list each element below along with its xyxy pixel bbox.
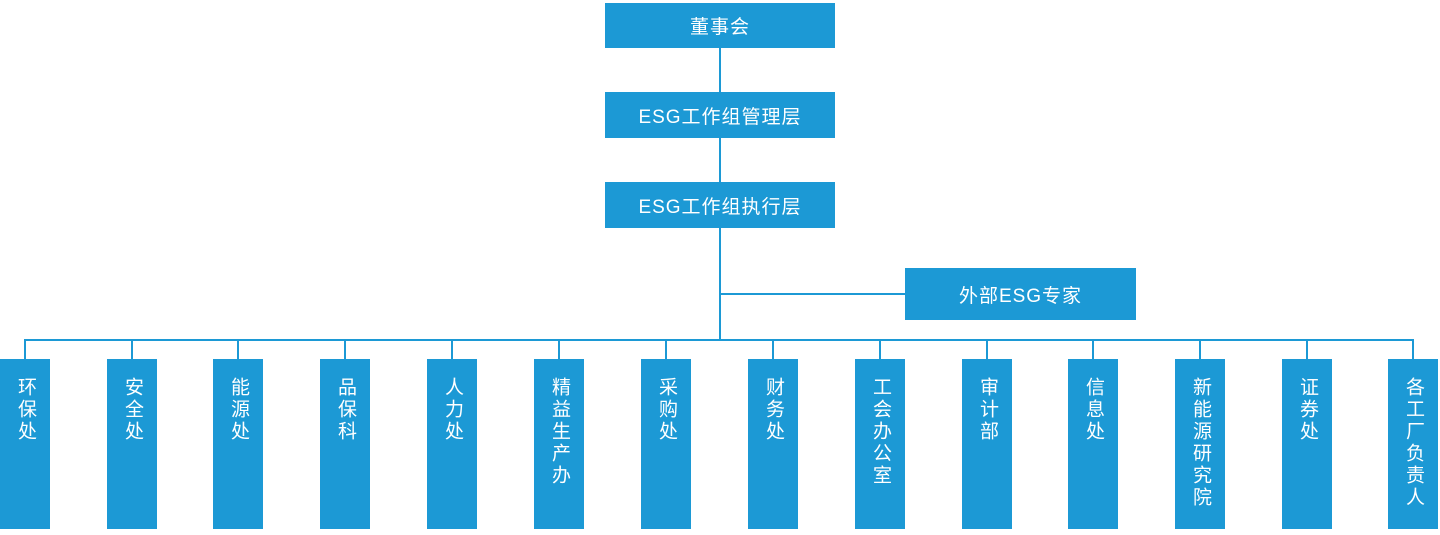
department-box-14: 各工厂负责人 (1388, 341, 1438, 529)
department-box-5: 人力处 (427, 341, 477, 529)
department-label-14: 各工厂负责人 (1403, 377, 1424, 509)
department-box-9: 工会办公室 (855, 341, 905, 529)
department-label-3: 能源处 (228, 377, 249, 443)
node-esg-workgroup-management: ESG工作组管理层 (605, 92, 835, 138)
connector-management-to-execution (719, 138, 721, 182)
department-label-7: 采购处 (656, 377, 677, 443)
connector-trunk (719, 228, 721, 341)
node-management-label: ESG工作组管理层 (638, 106, 802, 128)
department-box-7: 采购处 (641, 341, 691, 529)
department-label-11: 信息处 (1083, 377, 1104, 443)
connector-department-bus (24, 339, 1414, 341)
connector-advisor-branch (720, 293, 906, 295)
department-box-11: 信息处 (1068, 341, 1118, 529)
connector-board-to-management (719, 48, 721, 92)
node-board-of-directors: 董事会 (605, 3, 835, 48)
department-box-2: 安全处 (107, 341, 157, 529)
department-label-4: 品保科 (335, 377, 356, 443)
department-label-2: 安全处 (122, 377, 143, 443)
node-advisor-label: 外部ESG专家 (958, 285, 1083, 307)
department-label-10: 审计部 (977, 377, 998, 443)
department-box-4: 品保科 (320, 341, 370, 529)
department-box-3: 能源处 (213, 341, 263, 529)
node-execution-label: ESG工作组执行层 (638, 196, 802, 218)
department-label-12: 新能源研究院 (1190, 377, 1211, 509)
department-label-5: 人力处 (442, 377, 463, 443)
department-label-1: 环保处 (15, 377, 36, 443)
department-box-6: 精益生产办 (534, 341, 584, 529)
node-external-esg-experts: 外部ESG专家 (905, 268, 1136, 320)
department-box-8: 财务处 (748, 341, 798, 529)
department-box-10: 审计部 (962, 341, 1012, 529)
department-box-12: 新能源研究院 (1175, 341, 1225, 529)
department-label-8: 财务处 (763, 377, 784, 443)
department-box-1: 环保处 (0, 341, 50, 529)
department-label-6: 精益生产办 (549, 377, 570, 487)
node-board-label: 董事会 (689, 17, 750, 38)
department-label-13: 证券处 (1297, 377, 1318, 443)
department-box-13: 证券处 (1282, 341, 1332, 529)
node-esg-workgroup-execution: ESG工作组执行层 (605, 182, 835, 228)
department-label-9: 工会办公室 (870, 377, 891, 487)
